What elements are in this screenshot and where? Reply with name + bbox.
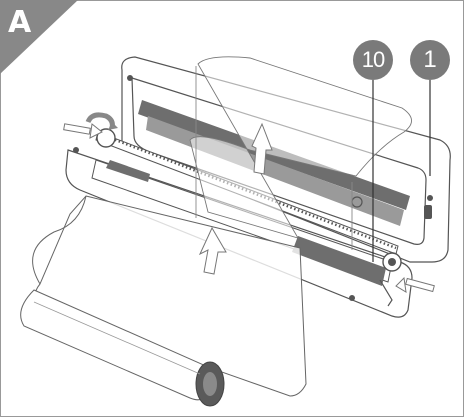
base-strip-right <box>292 236 386 286</box>
foil-sheet-upper <box>189 56 412 239</box>
base-strip-left <box>106 160 150 182</box>
callout-1: 1 <box>410 40 450 80</box>
roll-holder-axis <box>388 258 396 266</box>
roll-core-inner <box>203 372 217 396</box>
lid-screw <box>427 195 433 201</box>
corner-triangle <box>0 0 78 74</box>
foil-wave <box>32 195 87 285</box>
roll-holder-arm <box>379 279 393 307</box>
lid-screw <box>127 75 133 81</box>
callout-10: 10 <box>353 40 393 80</box>
insert-arrow-right <box>395 276 435 293</box>
base-screw <box>73 147 79 153</box>
insert-arrow-left <box>63 123 103 139</box>
lid-latch <box>424 205 432 219</box>
base-screw <box>349 295 355 301</box>
panel-label: A <box>8 5 32 40</box>
pull-up-arrow <box>251 122 273 175</box>
rotate-arrow-head <box>108 122 118 130</box>
foil-roll <box>20 289 225 407</box>
cutter-rail-ticks <box>99 132 397 250</box>
feed-arrow <box>198 226 227 275</box>
roll-holder-knob-left <box>96 128 116 148</box>
